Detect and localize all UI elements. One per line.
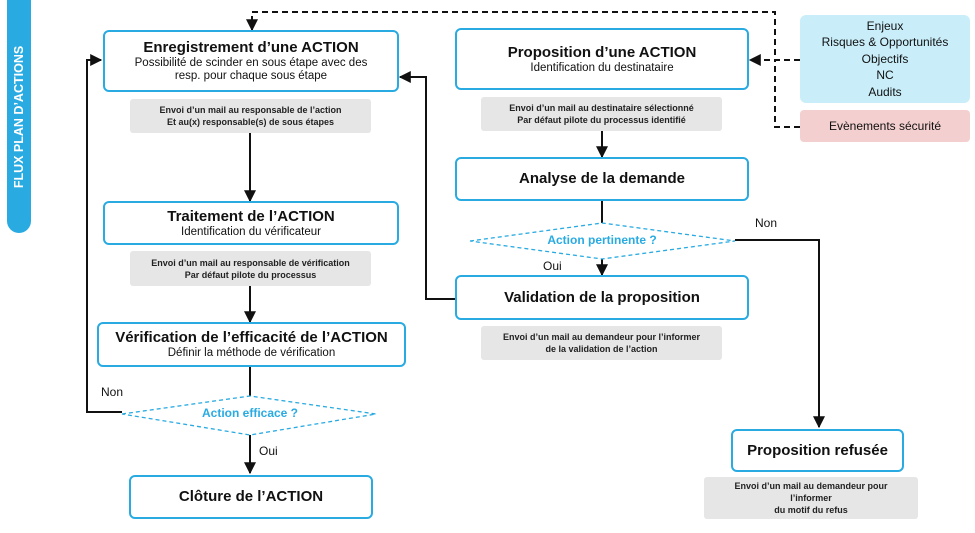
- box-title: Proposition d’une ACTION: [507, 43, 697, 61]
- sources-box: Enjeux Risques & Opportunités Objectifs …: [800, 15, 970, 103]
- sidebar-title-tab: FLUX PLAN D’ACTIONS: [7, 0, 31, 233]
- loop-non-efficace: [86, 54, 122, 413]
- box-subtitle: resp. pour chaque sous étape: [174, 70, 328, 82]
- box-subtitle: Définir la méthode de vérification: [167, 347, 336, 359]
- note-validation: Envoi d’un mail au demandeur pour l’info…: [481, 326, 722, 360]
- source-item: Enjeux: [866, 18, 904, 33]
- source-item: Objectifs: [861, 51, 909, 66]
- events-securite-box: Evènements sécurité: [800, 110, 970, 142]
- note-line: Par défaut pilote du processus identifié: [517, 115, 686, 125]
- note-line: l’informer: [790, 493, 832, 503]
- decision-label-efficace: Action efficace ?: [201, 406, 299, 420]
- note-line: Par défaut pilote du processus: [184, 269, 317, 280]
- note-line: Envoi d’un mail au demandeur pour l’info…: [502, 332, 701, 342]
- box-proposition-action: Proposition d’une ACTION Identification …: [455, 28, 749, 90]
- label-oui-pertinente: Oui: [543, 259, 562, 273]
- arrow-validation-enregistrement: [398, 71, 455, 300]
- box-subtitle: Identification du vérificateur: [181, 225, 321, 238]
- note-line: du motif du refus: [774, 505, 848, 515]
- note-traitement: Envoi d’un mail au responsable de vérifi…: [130, 251, 371, 286]
- dashed-link-sources-enregistrement: [246, 11, 800, 61]
- box-analyse-demande: Analyse de la demande: [455, 157, 749, 201]
- box-subtitle: Identification du destinataire: [530, 61, 674, 74]
- note-line: Envoi d’un mail au responsable de l’acti…: [159, 105, 342, 115]
- source-item: Audits: [868, 84, 902, 99]
- note-line: Et au(x) responsable(s) de sous étapes: [166, 117, 335, 127]
- box-proposition-refusee: Proposition refusée: [731, 429, 904, 472]
- note-enregistrement: Envoi d’un mail au responsable de l’acti…: [130, 99, 371, 133]
- box-title: Validation de la proposition: [504, 288, 700, 306]
- source-item: NC: [876, 68, 894, 83]
- box-enregistrement-action: Enregistrement d’une ACTION Possibilité …: [103, 30, 399, 92]
- box-title: Clôture de l’ACTION: [178, 488, 324, 505]
- box-title: Traitement de l’ACTION: [167, 207, 335, 225]
- note-line: Envoi d’un mail au destinataire sélectio…: [509, 103, 694, 113]
- box-title: Proposition refusée: [747, 441, 888, 459]
- box-cloture-action: Clôture de l’ACTION: [129, 475, 373, 519]
- label-non-efficace: Non: [101, 385, 124, 399]
- dashed-link-events: [774, 60, 800, 128]
- source-item: Risques & Opportunités: [821, 35, 949, 50]
- note-refusee: Envoi d’un mail au demandeur pour l’info…: [704, 477, 918, 519]
- box-verification-efficacite: Vérification de l’efficacité de l’ACTION…: [97, 322, 406, 367]
- decision-diamond-efficace: [121, 395, 377, 436]
- decision-diamond-pertinente: [469, 222, 736, 260]
- label-non-pertinente: Non: [755, 216, 778, 230]
- note-proposition: Envoi d’un mail au destinataire sélectio…: [481, 97, 722, 131]
- box-title: Analyse de la demande: [519, 170, 685, 187]
- box-traitement-action: Traitement de l’ACTION Identification du…: [103, 201, 399, 245]
- label-oui-efficace: Oui: [259, 444, 278, 458]
- arrow-non-refusee: [735, 239, 825, 429]
- decision-label-pertinente: Action pertinente ?: [547, 233, 657, 247]
- box-validation-proposition: Validation de la proposition: [455, 275, 749, 320]
- note-line: de la validation de l’action: [545, 344, 658, 354]
- note-line: Envoi d’un mail au responsable de vérifi…: [151, 257, 350, 268]
- box-subtitle: Possibilité de scinder en sous étape ave…: [134, 57, 368, 69]
- note-line: Envoi d’un mail au demandeur pour: [734, 481, 888, 491]
- box-title: Vérification de l’efficacité de l’ACTION: [115, 329, 388, 346]
- box-title: Enregistrement d’une ACTION: [143, 39, 359, 56]
